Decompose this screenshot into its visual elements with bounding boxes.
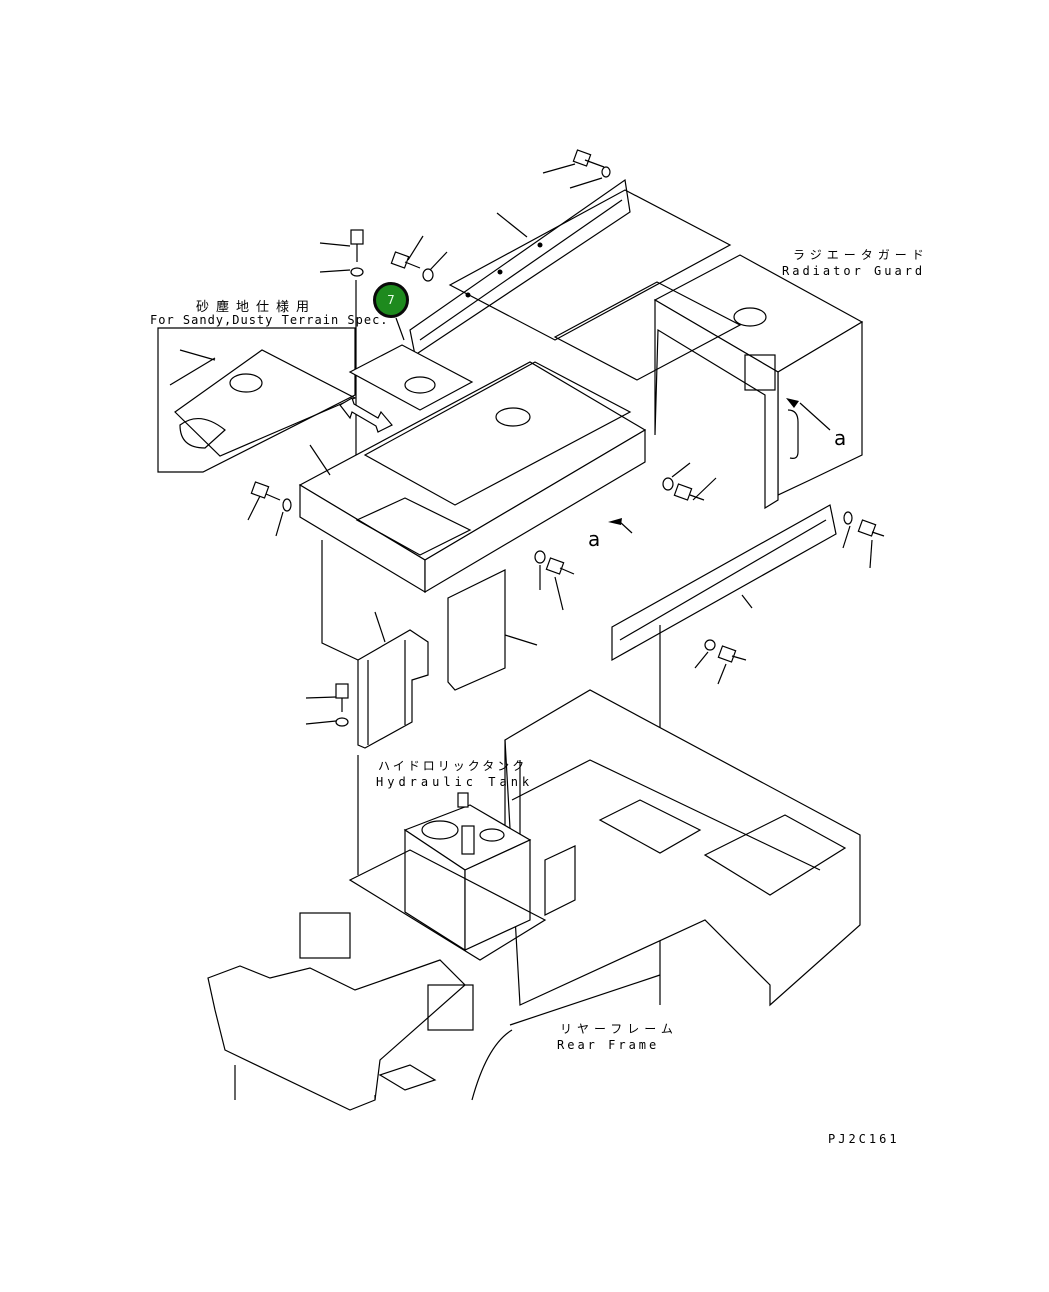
rear-label-en: Rear Frame <box>557 1038 660 1052</box>
small-cover-plate <box>348 317 474 411</box>
sandy-terrain-plate <box>157 327 357 473</box>
radiator-label-jp: ラジエータガード <box>793 248 929 262</box>
bolt-left-lower <box>305 683 349 727</box>
rear-frame <box>504 689 861 1007</box>
hydraulic-tank <box>403 792 532 952</box>
hydraulic-label-en: Hydraulic Tank <box>376 775 534 789</box>
hydraulic-label-jp: ハイドロリックタンク <box>378 759 528 773</box>
view-a-label-right: a <box>834 426 847 450</box>
bolt-centre <box>534 550 575 611</box>
swap-arrow <box>339 397 393 433</box>
radiator-guard <box>553 254 864 510</box>
bottom-side-rail <box>611 504 837 1005</box>
bolt-top-left <box>319 229 364 525</box>
top-side-rail <box>409 178 732 356</box>
main-frame <box>207 849 547 1111</box>
sandy-label-en: For Sandy,Dusty Terrain Spec. <box>150 313 389 327</box>
hood-side-panel <box>321 540 538 691</box>
view-arrow-a <box>608 398 799 534</box>
bolt-top-mid <box>390 235 448 282</box>
bolt-right-lower <box>694 639 747 685</box>
callout-bubble-7[interactable]: 7 <box>373 282 409 318</box>
main-hood <box>298 361 647 594</box>
bolt-right-upper <box>842 511 885 569</box>
sandy-label-jp: 砂塵地仕様用 <box>196 300 317 315</box>
view-a-label-left: a <box>588 527 601 551</box>
bolt-top-right <box>542 149 611 189</box>
rear-label-jp: リヤーフレーム <box>560 1022 678 1036</box>
support-bracket <box>357 611 429 749</box>
label-leader-lines <box>357 755 661 1101</box>
drawing-code: PJ2C161 <box>828 1132 900 1146</box>
bolt-hood-right <box>662 462 717 501</box>
callout-number: 7 <box>387 293 395 307</box>
bolt-left-upper <box>247 481 292 537</box>
radiator-label-en: Radiator Guard <box>782 264 926 278</box>
